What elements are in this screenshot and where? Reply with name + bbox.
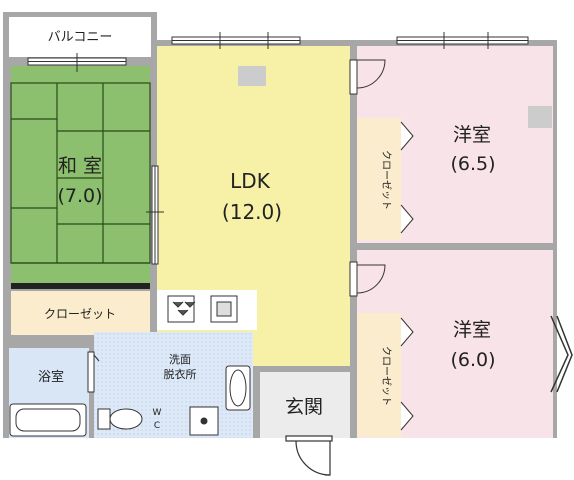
ldk-name: LDK [230,169,271,193]
toilet-label-c: C [154,421,160,431]
ldk-pillar [238,66,266,86]
bath-label: 浴室 [38,369,64,385]
toilet-icon [97,408,143,430]
washitsu-size: (7.0) [57,185,102,207]
washbasin-icon [225,365,251,411]
washitsu-name: 和 室 [58,155,102,177]
closet-doors [400,121,414,431]
entrance-label: 玄関 [285,396,323,418]
balcony-label: バルコニー [48,30,113,45]
entrance-door [285,435,333,476]
washitsu-closet [11,291,150,335]
washroom-label-line2: 脱衣所 [164,367,197,381]
youshitsu-pillar [528,106,552,128]
tatami-lines [10,82,151,264]
windows [27,32,573,393]
youshitsu-room-2-closet [357,313,401,437]
toilet-label-w: W [153,408,162,418]
ldk-size: (12.0) [222,200,282,224]
youshitsu2-name: 洋室 [453,319,491,341]
youshitsu2-size: (6.0) [450,349,495,371]
washitsu-room [11,66,150,287]
stove-icon [167,295,196,323]
bathtub-icon [9,403,87,437]
balcony-area [9,17,151,57]
sink-icon [210,295,238,323]
youshitsu2-closet-label: クローゼット [380,346,392,406]
washitsu-sliding-door [11,283,150,289]
entrance-area [260,372,350,438]
room-doors [349,59,386,297]
youshitsu1-name: 洋室 [453,124,491,146]
youshitsu-room-1-closet [357,118,401,240]
washing-machine-pan-icon [189,406,219,436]
washitsu-closet-label: クローゼット [44,307,116,321]
washroom-label-line1: 洗面 [169,353,191,366]
youshitsu1-closet-label: クローゼット [380,150,392,210]
youshitsu1-size: (6.5) [450,153,495,175]
bath-door [87,351,100,393]
